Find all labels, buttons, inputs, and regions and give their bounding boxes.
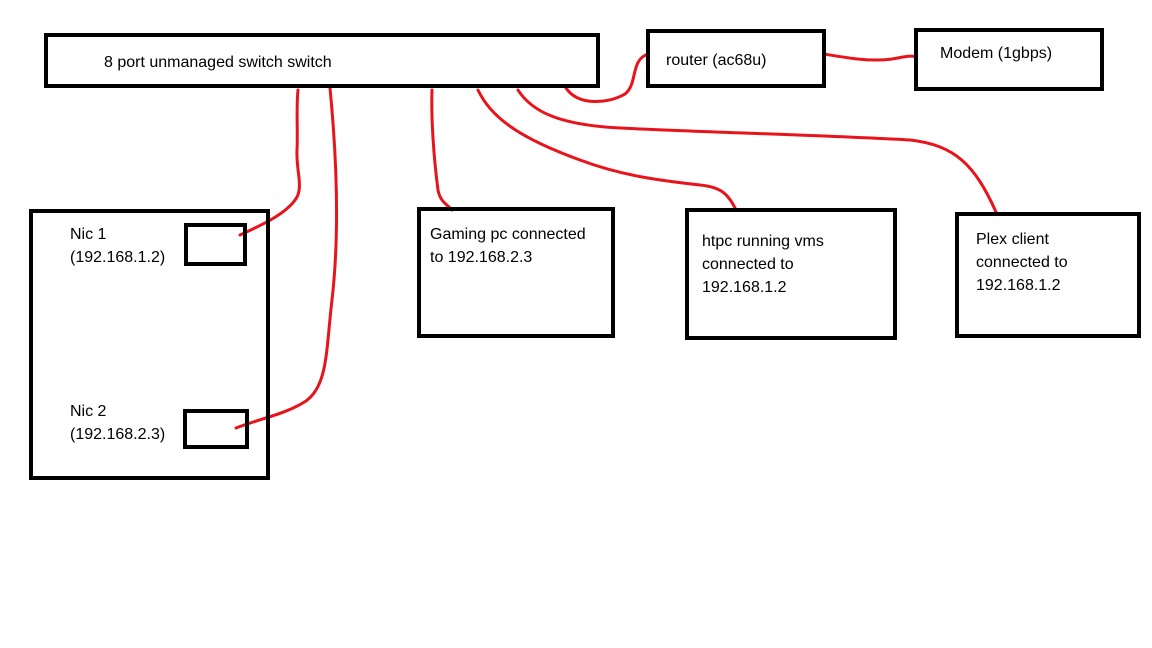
plex-client-label: Plex client connected to 192.168.1.2 [976,228,1068,297]
wire-switch-nic1 [238,88,301,237]
htpc-line-1: htpc running vms [702,233,824,250]
wire-switch-gaming-pc [430,88,454,212]
gaming-pc-line-2: to 192.168.2.3 [430,249,533,266]
htpc-line-3: 192.168.1.2 [702,279,787,296]
wire-switch-router [564,52,650,104]
gaming-pc-line-1: Gaming pc connected [430,226,586,243]
wire-router-modem [822,52,918,62]
plex-client-line-2: connected to [976,254,1068,271]
htpc-label: htpc running vms connected to 192.168.1.… [702,230,824,299]
nic1-port [184,223,247,266]
nic1-name: Nic 1 [70,226,107,243]
wire-switch-htpc [476,88,738,212]
plex-client-line-1: Plex client [976,231,1049,248]
plex-client-line-3: 192.168.1.2 [976,277,1061,294]
nic2-ip: (192.168.2.3) [70,426,166,443]
htpc-box [685,208,897,340]
gaming-pc-box [417,207,615,338]
plex-client-box [955,212,1141,338]
router-box [646,29,826,88]
gaming-pc-label: Gaming pc connected to 192.168.2.3 [430,223,586,269]
nic2-port [183,409,249,449]
wire-switch-nic2 [234,86,338,430]
modem-box [914,28,1104,91]
switch-label: 8 port unmanaged switch switch [104,54,332,71]
htpc-line-2: connected to [702,256,794,273]
server-box [29,209,270,480]
switch-box [44,33,600,88]
nic1-ip: (192.168.1.2) [70,249,166,266]
nic2-name: Nic 2 [70,403,107,420]
router-label: router (ac68u) [666,52,767,69]
wire-switch-plex-client [516,88,998,214]
modem-label: Modem (1gbps) [940,45,1053,62]
